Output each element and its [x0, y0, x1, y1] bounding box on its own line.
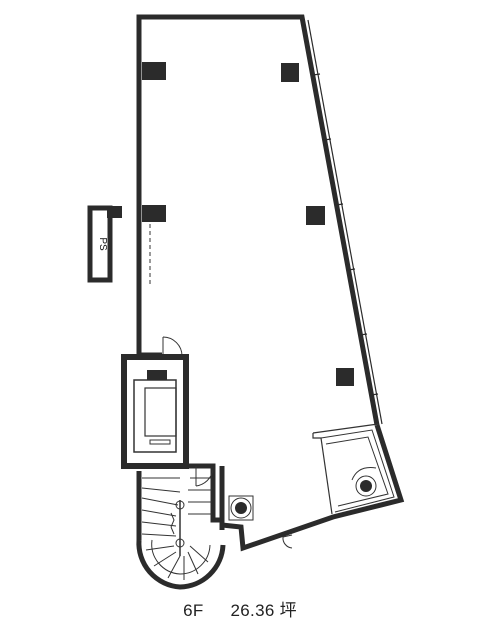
ps-shaft-outline: [87, 205, 113, 283]
window-strip: [307, 19, 383, 425]
pipe-left-core: [235, 502, 247, 514]
column-right-2: [306, 206, 325, 225]
window-mullion-3: [335, 203, 344, 206]
pipe-left-ring: [230, 497, 252, 519]
balcony-rail-top: [312, 423, 379, 434]
door-swing-arc: [162, 336, 183, 357]
window-line: [307, 19, 383, 425]
stair-walls: [136, 463, 225, 540]
balcony-inner-rail: [312, 433, 333, 515]
balcony-rail-inner: [320, 429, 395, 513]
column-left-upper: [142, 62, 166, 80]
column-right-1: [281, 63, 299, 82]
window-mullion-5: [359, 333, 368, 336]
stair-inner-curve: [151, 539, 211, 575]
stair-tread: [167, 555, 181, 579]
stair-tread: [187, 551, 199, 575]
pipe-right-ring: [355, 475, 377, 497]
stair-tread: [189, 545, 209, 563]
bottom-door: [282, 534, 293, 549]
window-mullion-6: [370, 393, 379, 396]
bottom-door-arc: [282, 536, 293, 549]
window-mullion-4: [347, 268, 356, 271]
wall-right-lower: [221, 424, 405, 552]
balcony: [312, 423, 395, 515]
elevator-shaft-wall: [121, 354, 189, 469]
ps-shaft: PS: [87, 205, 122, 283]
stair-tread: [141, 487, 181, 493]
elevator-door-line: [149, 439, 171, 445]
plan-caption: 6F 26.36 坪: [0, 596, 480, 620]
stair-newel-top: [175, 500, 185, 510]
column-left-mid: [142, 205, 166, 222]
elevator-car: [144, 387, 177, 437]
wall-stair-enclosure: [186, 463, 225, 523]
window-mullion-1: [312, 73, 321, 76]
ps-label: PS: [97, 237, 108, 251]
window-mullion-2: [323, 138, 332, 141]
floor-area: 26.36 坪: [230, 601, 297, 620]
spiral-stair: [136, 477, 226, 590]
balcony-curve: [351, 467, 377, 481]
stair-direction-arrow: [170, 512, 175, 535]
stair-door: [195, 466, 214, 487]
stair-newel-bottom: [175, 538, 185, 548]
wall-main-perimeter: [136, 14, 380, 426]
stair-tread: [141, 521, 177, 527]
bottom-door-leaf: [282, 534, 293, 538]
pipe-left-box: [228, 495, 254, 521]
stair-door-arc: [195, 469, 214, 487]
balcony-rail-guard: [325, 436, 389, 507]
pipe-right-core: [360, 480, 372, 492]
stair-tread: [145, 545, 175, 551]
ps-shaft-stub: [107, 206, 122, 218]
stair-tread: [141, 509, 177, 517]
floor-label: 6F: [183, 601, 204, 620]
stair-outer-curve: [136, 539, 226, 590]
column-right-3: [336, 368, 354, 386]
lobby-door: [162, 336, 184, 357]
elevator-block: [121, 354, 189, 469]
stair-tread: [153, 551, 177, 567]
elevator-counterweight: [147, 370, 167, 380]
pipe-left: [228, 495, 254, 521]
stair-tread: [141, 533, 177, 537]
stair-tread: [141, 497, 179, 506]
columns: [142, 62, 354, 386]
